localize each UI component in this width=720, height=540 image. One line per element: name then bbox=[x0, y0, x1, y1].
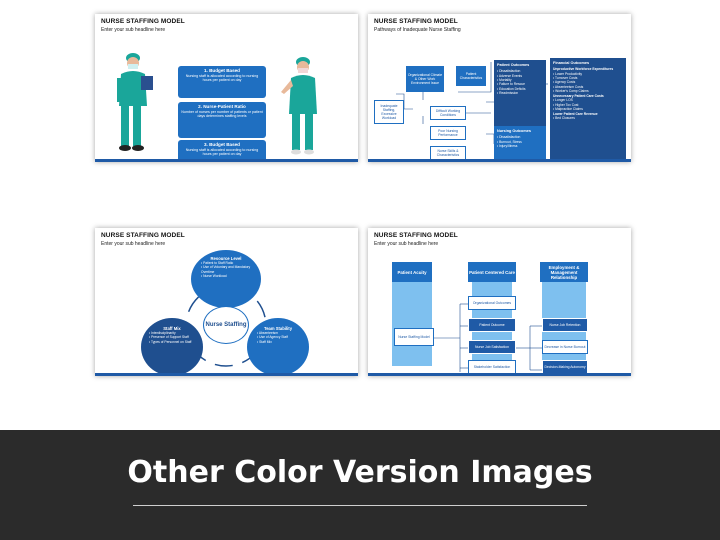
stakeholder-satisfaction-box: Stakeholder Satisfaction bbox=[468, 360, 516, 374]
decision-autonomy-box: Decision-Making Autonomy bbox=[542, 360, 588, 374]
model-connectors bbox=[434, 303, 542, 372]
resource-level-circle: Resource Level Patient to Staff Ratio Us… bbox=[191, 250, 261, 308]
financial-outcomes-panel: Financial Outcomes Unproductive Workforc… bbox=[550, 58, 626, 162]
difficult-working-conditions-box: Difficult Working Conditions bbox=[430, 106, 466, 120]
banner-title: Other Color Version Images bbox=[127, 455, 593, 490]
slide-title: NURSE STAFFING MODEL bbox=[374, 18, 458, 25]
slide-thumbnail-3[interactable]: NURSE STAFFING MODEL Enter your sub head… bbox=[95, 228, 358, 376]
patient-outcomes-panel: Patient Outcomes Dissatisfaction Adverse… bbox=[494, 60, 546, 126]
nurse-right-illustration bbox=[281, 57, 317, 155]
employment-header: Employment & Management Relationship bbox=[540, 262, 588, 282]
slide-subtitle: Enter your sub headline here bbox=[101, 241, 166, 247]
nurse-skills-box: Nurse Skills & Characteristics bbox=[430, 146, 466, 160]
slide-thumbnail-1[interactable]: NURSE STAFFING MODEL Enter your sub head… bbox=[95, 14, 358, 162]
slide-subtitle: Enter your sub headline here bbox=[101, 27, 166, 33]
poor-nursing-performance-box: Poor Nursing Performance bbox=[430, 126, 466, 140]
patient-outcome-box: Patient Outcome bbox=[468, 318, 516, 332]
inadequate-staffing-box: Inadequate Staffing, Excessive Workload bbox=[374, 100, 404, 124]
nurse-staffing-model-box: Nurse Staffing Model bbox=[394, 328, 434, 346]
patient-acuity-column bbox=[392, 278, 432, 366]
bubble-nurse-patient-ratio: 2. Nurse-Patient Ratio Number of nurses … bbox=[178, 102, 266, 138]
nurse-job-satisfaction-box: Nurse Job Satisfaction bbox=[468, 340, 516, 354]
staff-mix-circle: Staff Mix Interdisciplinarity Presence o… bbox=[141, 318, 203, 376]
organizational-climate-box: Organizational Climate & Other Work Envi… bbox=[406, 66, 444, 92]
slide-title: NURSE STAFFING MODEL bbox=[374, 232, 458, 239]
slide-thumbnail-4[interactable]: NURSE STAFFING MODEL Enter your sub head… bbox=[368, 228, 631, 376]
patient-acuity-header: Patient Acuity bbox=[392, 262, 432, 282]
nursing-outcomes-panel: Nursing Outcomes Dissatisfaction Burnout… bbox=[494, 126, 546, 162]
patient-centered-header: Patient Centered Care bbox=[468, 262, 516, 282]
team-stability-circle: Team Stability Absenteeism Use of Agency… bbox=[247, 318, 309, 376]
slide-title: NURSE STAFFING MODEL bbox=[101, 18, 185, 25]
nurse-job-retention-box: Nurse Job Retention bbox=[542, 318, 588, 332]
slide-subtitle: Pathways of Inadequate Nurse Staffing bbox=[374, 27, 461, 33]
bottom-banner bbox=[0, 430, 720, 540]
slide-thumbnail-2[interactable]: NURSE STAFFING MODEL Pathways of Inadequ… bbox=[368, 14, 631, 162]
bubble-budget-based-2: 3. Budget Based Nursing staff is allocat… bbox=[178, 140, 266, 162]
organizational-outcomes-box: Organizational Outcomes bbox=[468, 296, 516, 310]
slide-title: NURSE STAFFING MODEL bbox=[101, 232, 185, 239]
nurse-left-illustration bbox=[117, 53, 153, 151]
banner-divider bbox=[133, 505, 587, 506]
decrease-burnout-box: Decrease in Nurse Burnout bbox=[542, 340, 588, 354]
slide-subtitle: Enter your sub headline here bbox=[374, 241, 439, 247]
bubble-budget-based-1: 1. Budget Based Nursing staff is allocat… bbox=[178, 66, 266, 98]
patient-characteristics-box: Patient Characteristics bbox=[456, 66, 486, 86]
nurse-staffing-center: Nurse Staffing bbox=[203, 306, 249, 344]
